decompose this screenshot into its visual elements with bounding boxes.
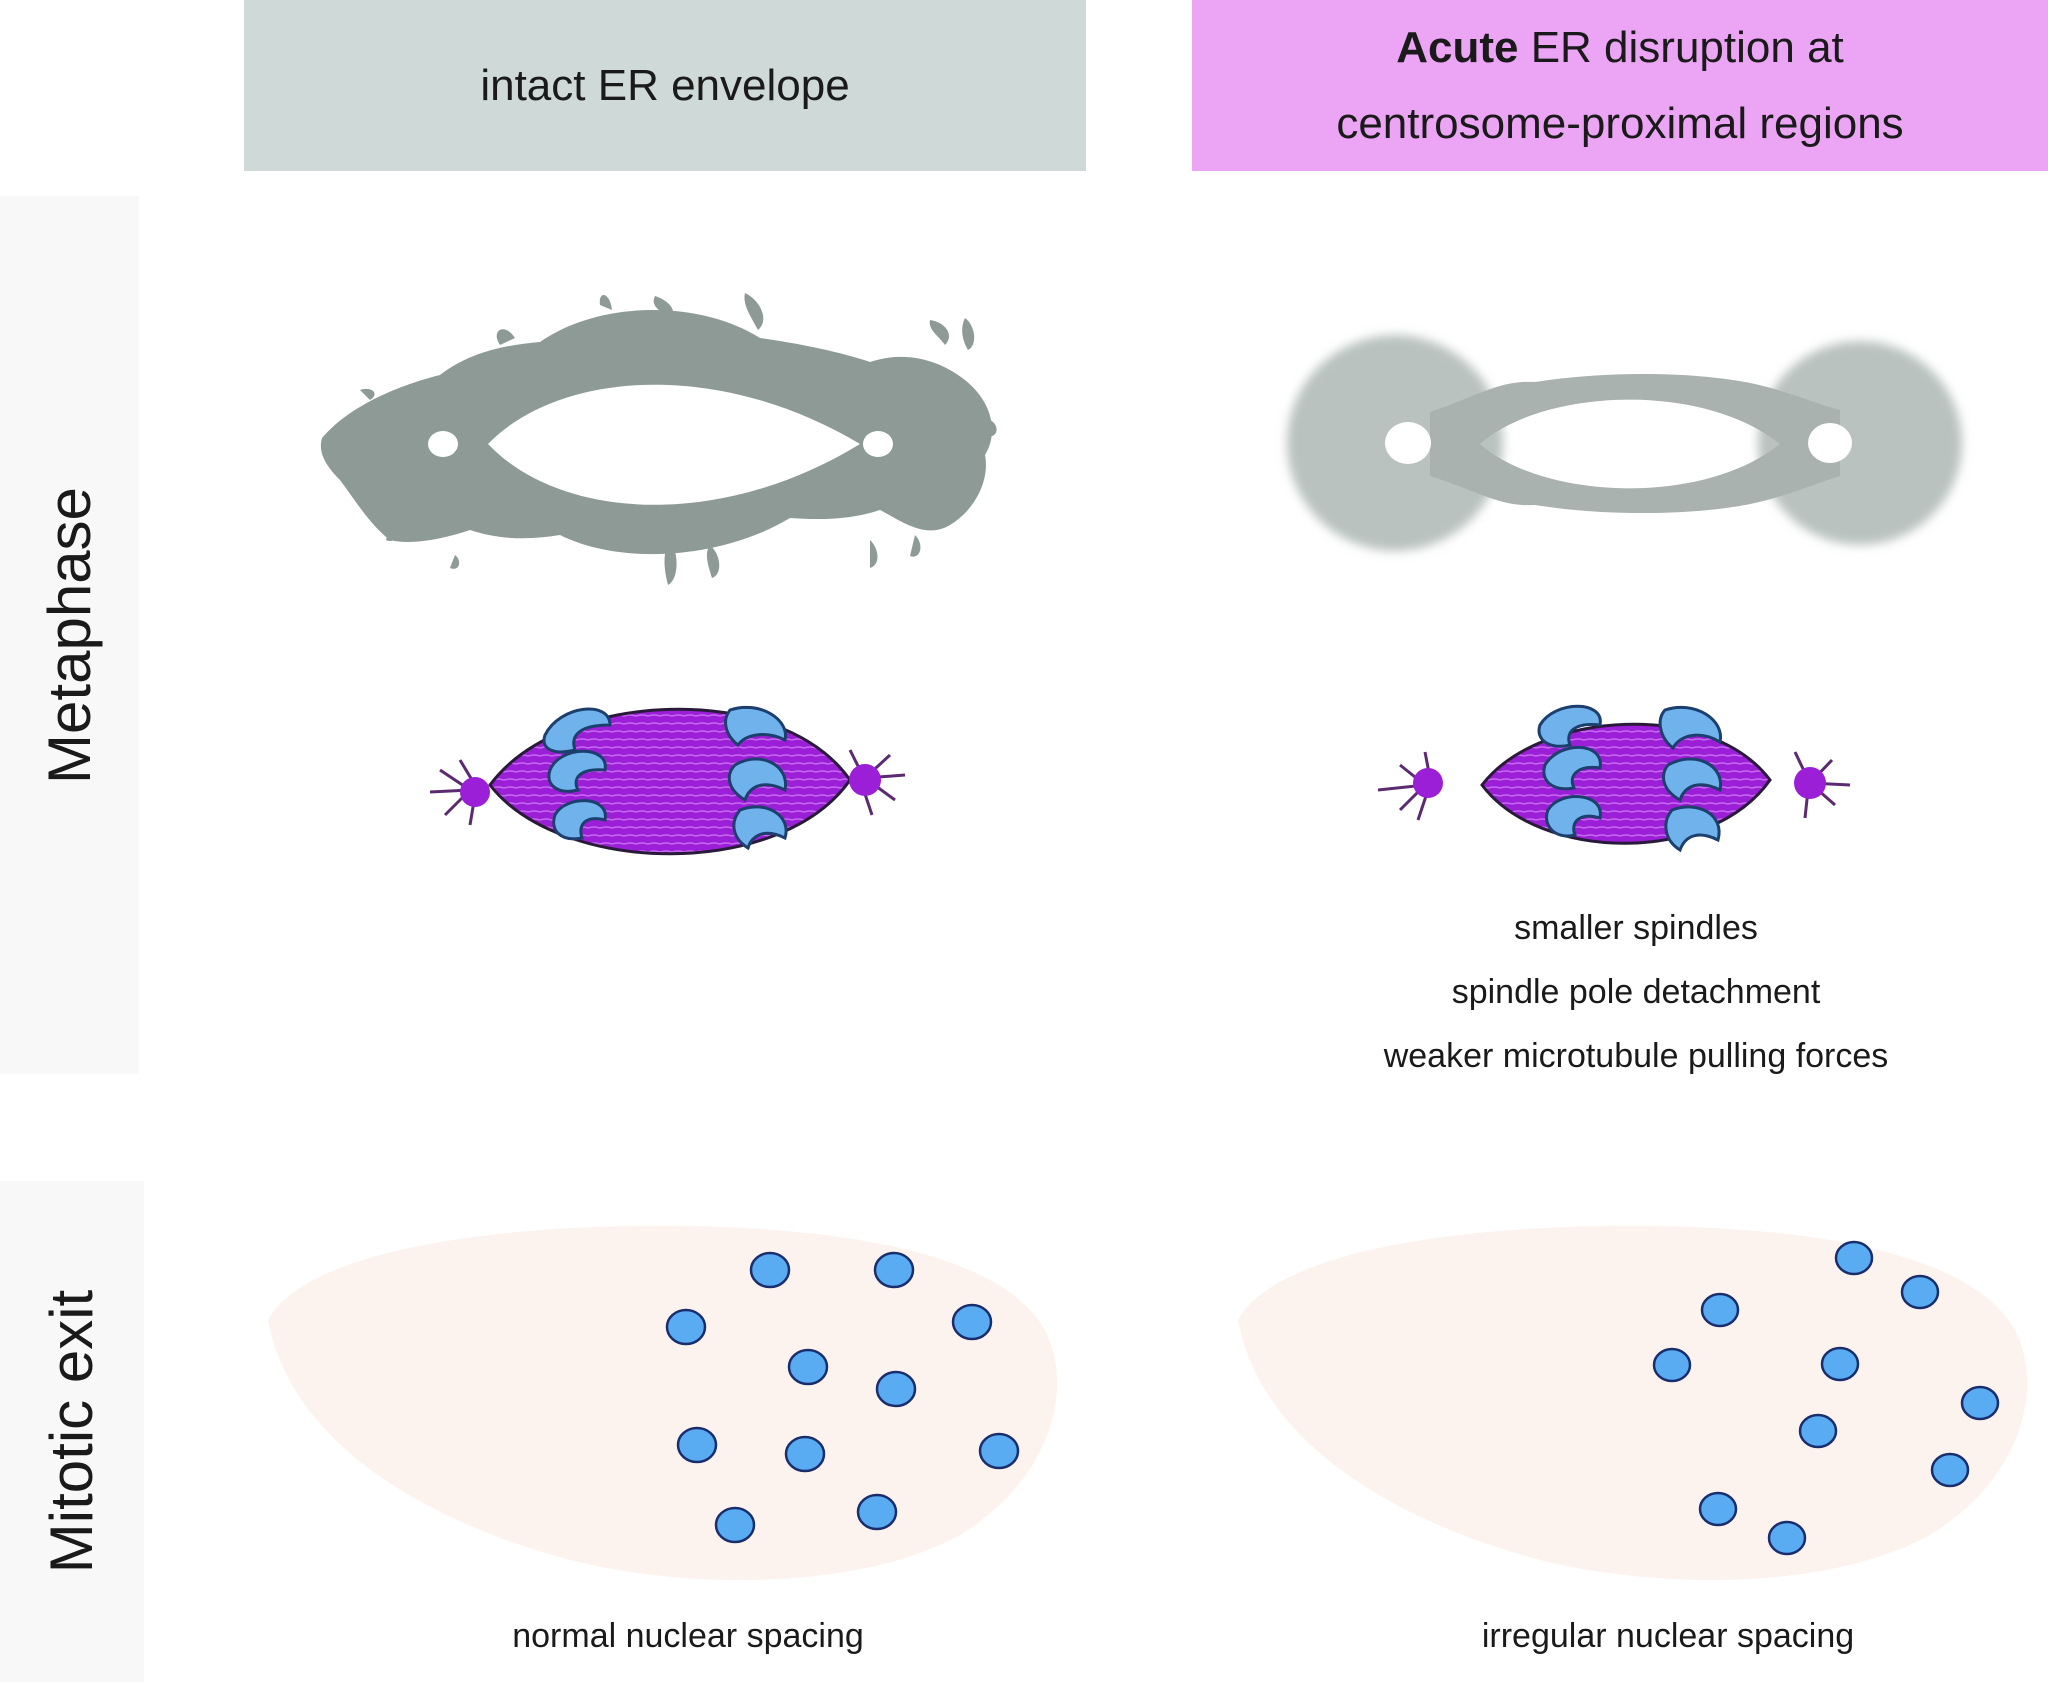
chromosomes-disrupted [1537,704,1722,853]
er-envelope-disrupted [1287,335,1962,551]
nuclei-irregular [1652,1240,2000,1556]
centrosome-right-disrupted-body [1794,767,1826,799]
embryo-normal [268,1225,1058,1581]
column-title-intact: intact ER envelope [480,60,850,110]
centrosome-left-intact-body [460,777,490,807]
centrosome-right-intact-body [849,764,881,796]
spindle-disrupted [1377,704,1851,853]
nuclei-normal [665,1251,1020,1544]
caption-normal-spacing: normal nuclear spacing [512,1617,864,1655]
chromosomes-intact [542,705,788,851]
column-title-bold: Acute [1396,22,1519,72]
column-header-disrupted: Acute ER disruption at centrosome-proxim… [1192,0,2048,171]
column-title-disrupted-line2: centrosome-proximal regions [1336,98,1904,148]
centrosome-left-disrupted-body [1413,768,1443,798]
column-header-intact: intact ER envelope [244,0,1086,171]
embryo-irregular [1238,1225,2028,1581]
column-title-disrupted-line1: Acute ER disruption at [1396,10,1844,86]
row-header-mitotic-exit: Mitotic exit [0,1181,144,1682]
effect-spindle-pole-detachment: spindle pole detachment [1451,973,1821,1011]
disrupted-effects-list: smaller spindles spindle pole detachment… [1336,896,1936,1088]
er-envelope-intact [320,293,997,585]
column-title-rest: ER disruption at [1518,22,1844,72]
effect-smaller-spindles: smaller spindles [1514,909,1758,947]
row-header-metaphase: Metaphase [0,196,139,1074]
caption-irregular-spacing: irregular nuclear spacing [1481,1617,1855,1655]
effect-weaker-pulling-forces: weaker microtubule pulling forces [1383,1037,1889,1075]
spindle-intact [429,705,906,856]
